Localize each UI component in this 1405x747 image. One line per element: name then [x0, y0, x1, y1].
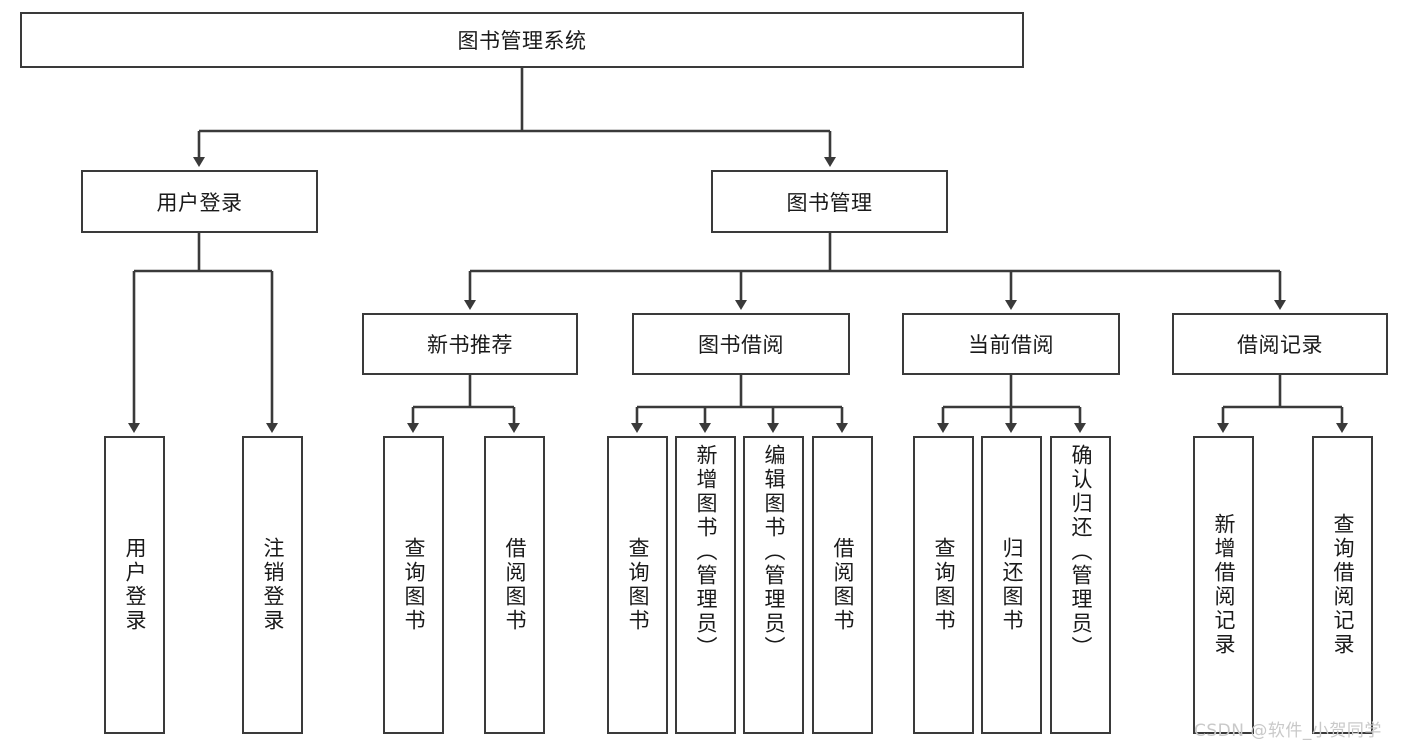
node-label: 查询借阅记录	[1331, 513, 1355, 657]
node-label: 当前借阅	[968, 333, 1054, 357]
node-label: 查询图书	[626, 537, 650, 633]
node-label: 用户登录	[123, 537, 147, 633]
node-leaf-borrow-book-2[interactable]: 借阅图书	[812, 436, 873, 734]
node-label: 借阅图书	[503, 537, 527, 633]
node-label: 图书借阅	[698, 333, 784, 357]
node-leaf-user-login[interactable]: 用户登录	[104, 436, 165, 734]
node-book-management[interactable]: 图书管理	[711, 170, 948, 233]
node-label: 借阅图书	[831, 537, 855, 633]
node-leaf-add-book[interactable]: 新增图书（管理员）	[675, 436, 736, 734]
node-leaf-add-record[interactable]: 新增借阅记录	[1193, 436, 1254, 734]
node-book-borrow[interactable]: 图书借阅	[632, 313, 850, 375]
node-label: 编辑图书（管理员）	[762, 444, 786, 660]
node-label: 图书管理	[786, 190, 873, 215]
node-label: 确认归还（管理员）	[1069, 444, 1093, 660]
node-label: 图书管理系统	[457, 29, 587, 53]
node-label: 用户登录	[156, 190, 243, 215]
node-label: 注销登录	[261, 537, 285, 633]
node-borrow-record[interactable]: 借阅记录	[1172, 313, 1388, 375]
node-label: 查询图书	[932, 537, 956, 633]
node-label: 归还图书	[1000, 537, 1024, 633]
node-label: 新书推荐	[427, 333, 513, 357]
node-book-management-system[interactable]: 图书管理系统	[20, 12, 1024, 68]
node-label: 新增借阅记录	[1212, 513, 1236, 657]
node-label: 新增图书（管理员）	[694, 444, 718, 660]
node-leaf-query-book-2[interactable]: 查询图书	[607, 436, 668, 734]
node-leaf-logout-login[interactable]: 注销登录	[242, 436, 303, 734]
node-user-login[interactable]: 用户登录	[81, 170, 318, 233]
node-label: 借阅记录	[1237, 333, 1323, 357]
node-leaf-query-book-3[interactable]: 查询图书	[913, 436, 974, 734]
node-leaf-query-book-1[interactable]: 查询图书	[383, 436, 444, 734]
node-label: 查询图书	[402, 537, 426, 633]
node-current-borrow[interactable]: 当前借阅	[902, 313, 1120, 375]
node-leaf-edit-book[interactable]: 编辑图书（管理员）	[743, 436, 804, 734]
node-leaf-borrow-book-1[interactable]: 借阅图书	[484, 436, 545, 734]
node-new-book-recommend[interactable]: 新书推荐	[362, 313, 578, 375]
node-leaf-query-record[interactable]: 查询借阅记录	[1312, 436, 1373, 734]
node-leaf-confirm-return[interactable]: 确认归还（管理员）	[1050, 436, 1111, 734]
node-leaf-return-book[interactable]: 归还图书	[981, 436, 1042, 734]
